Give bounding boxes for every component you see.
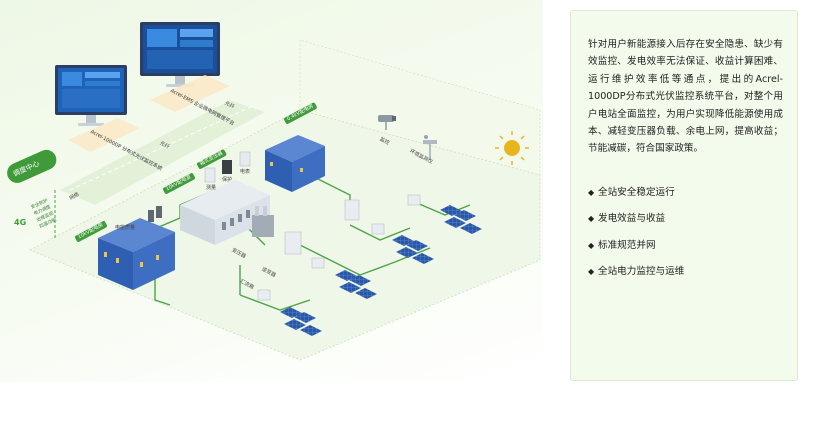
system-diagram: Acrel-1000DP 分布式光伏监控系统 Acrel-EMS 企业微电网管理… — [0, 0, 543, 382]
monitor-right — [140, 22, 220, 87]
camera-icon — [378, 115, 396, 130]
monitor-left — [55, 65, 127, 126]
diamond-bullet-icon: ◆ — [588, 187, 595, 197]
info-panel: 针对用户新能源接入后存在安全隐患、缺少有效监控、发电效率无法保证、收益计算困难、… — [570, 10, 798, 381]
diamond-bullet-icon: ◆ — [588, 240, 595, 250]
right-wall — [299, 39, 541, 176]
feature-list: ◆全站安全稳定运行 ◆发电效益与收益 ◆标准规范并网 ◆全站电力监控与运维 — [588, 180, 783, 286]
inverter-boxes — [257, 194, 421, 301]
diagram-canvas — [29, 22, 541, 361]
signal-4g-icon: 4G — [14, 218, 27, 227]
cabinet-04kv — [265, 135, 325, 192]
label-quality: 电能质量 — [115, 225, 136, 231]
sun-icon — [495, 131, 529, 165]
diamond-bullet-icon: ◆ — [588, 214, 595, 224]
label-measure: 测量 — [206, 185, 217, 191]
monitoring-devices — [148, 151, 251, 222]
transformer — [252, 206, 274, 237]
diamond-bullet-icon: ◆ — [588, 267, 595, 277]
weather-station-icon — [423, 135, 437, 160]
feature-item: ◆全站电力监控与运维 — [588, 259, 783, 286]
pv-arrays — [280, 205, 482, 336]
network-band — [60, 100, 265, 205]
feature-item: ◆标准规范并网 — [588, 233, 783, 260]
label-meter: 电表 — [240, 169, 251, 175]
substation-10kv-left — [98, 218, 175, 290]
info-description: 针对用户新能源接入后存在安全隐患、缺少有效监控、发电效率无法保证、收益计算困难、… — [588, 39, 783, 155]
feature-item: ◆全站安全稳定运行 — [588, 180, 783, 207]
feature-item: ◆发电效益与收益 — [588, 206, 783, 233]
label-protection: 保护 — [222, 177, 233, 183]
